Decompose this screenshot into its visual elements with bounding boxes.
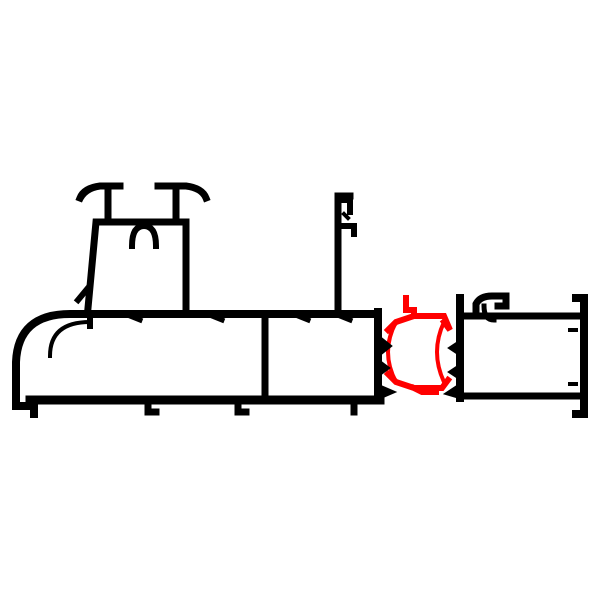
bead-base-lip [73,283,93,305]
outer-chamber-gasket-socket-curl [481,303,497,323]
foot-1 [144,396,160,416]
top-lip-4 [294,312,312,324]
glazing-bead [73,182,211,312]
gasket-hook [334,192,357,316]
thermal-break-right-bulge [435,319,447,385]
top-lip-2 [126,312,144,324]
hook-upper-nub [341,211,351,221]
interlock-left-top [381,336,393,356]
bead-keyhole-clip [128,222,160,250]
main-frame-outer-wall [12,310,382,418]
bead-left-arm [75,182,124,203]
hook-stem [334,192,354,316]
interlock-left-mid [381,361,391,375]
bead-right-arm [154,182,211,203]
interlock-right-lower [442,385,459,399]
main-frame [12,308,385,418]
foot-2 [234,396,250,416]
outer-frame-chamber [456,292,588,418]
hook-top-bar [335,197,353,215]
thermal-break-left-bulge [386,319,399,385]
thermal-break-insert [383,295,453,395]
outer-chamber-right-flange [572,294,588,418]
hook-lower-bar [335,223,357,237]
main-frame-inner-curve [47,319,93,359]
interlock-left-bottom [381,385,398,399]
top-lip-5 [336,312,354,324]
bead-body [84,218,190,312]
top-lip-3 [208,312,226,324]
outer-chamber-gasket-socket [472,292,510,320]
